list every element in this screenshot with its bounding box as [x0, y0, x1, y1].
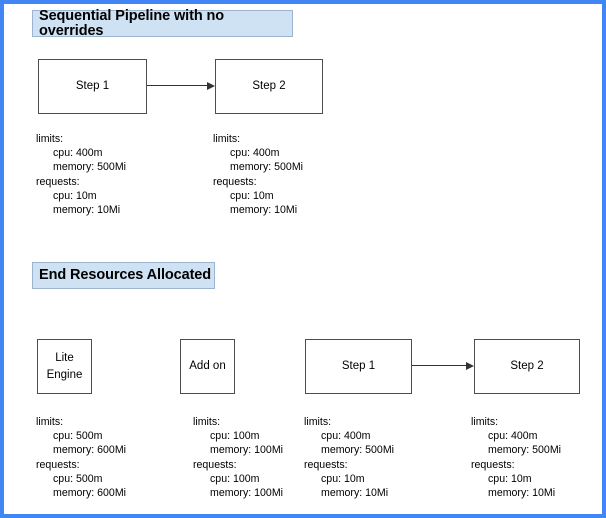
spec-requests-memory: memory: 600Mi — [53, 487, 126, 500]
spec-limits-label: limits: — [36, 416, 64, 428]
spec-requests-label: requests: — [304, 458, 348, 471]
arrow-shaft — [147, 85, 207, 87]
spec-end-step-1: limits: cpu: 400m memory: 500Mi requests… — [304, 415, 394, 500]
node-label: Step 1 — [75, 80, 110, 93]
node-lite-engine[interactable]: Lite Engine — [37, 339, 92, 394]
spec-lite-engine: limits: cpu: 500m memory: 600Mi requests… — [36, 415, 126, 500]
spec-requests-cpu: cpu: 10m — [53, 189, 97, 202]
spec-requests-label: requests: — [36, 458, 80, 471]
spec-requests-cpu: cpu: 500m — [53, 472, 103, 485]
node-label: Step 2 — [510, 360, 544, 373]
spec-limits-label: limits: — [213, 133, 241, 145]
spec-sequential-step-2: limits: cpu: 400m memory: 500Mi requests… — [213, 132, 303, 217]
node-label: Add on — [189, 360, 226, 373]
spec-limits-cpu: cpu: 100m — [210, 430, 260, 443]
spec-requests-memory: memory: 10Mi — [53, 204, 121, 217]
arrow-shaft — [412, 365, 466, 367]
spec-requests-memory: memory: 10Mi — [488, 487, 556, 500]
spec-limits-memory: memory: 100Mi — [210, 444, 283, 457]
spec-add-on: limits: cpu: 100m memory: 100Mi requests… — [193, 415, 283, 500]
node-sequential-step-2[interactable]: Step 2 — [215, 59, 323, 114]
spec-limits-memory: memory: 500Mi — [230, 161, 303, 174]
node-sequential-step-1[interactable]: Step 1 — [38, 59, 147, 114]
spec-requests-memory: memory: 10Mi — [321, 487, 389, 500]
spec-end-step-2: limits: cpu: 400m memory: 500Mi requests… — [471, 415, 561, 500]
arrow-end-step1-to-step2 — [412, 361, 474, 371]
node-label-line-2: Engine — [46, 368, 83, 381]
node-label-line-1: Lite — [55, 351, 74, 364]
section-header-sequential-pipeline: Sequential Pipeline with no overrides — [32, 9, 293, 38]
spec-limits-memory: memory: 600Mi — [53, 444, 126, 457]
spec-limits-cpu: cpu: 400m — [53, 147, 103, 160]
node-end-step-2[interactable]: Step 2 — [474, 339, 580, 394]
spec-limits-cpu: cpu: 500m — [53, 430, 103, 443]
spec-requests-cpu: cpu: 10m — [230, 189, 274, 202]
node-label: Step 2 — [252, 80, 286, 93]
arrow-sequential-step1-to-step2 — [147, 81, 215, 91]
arrow-head — [466, 361, 474, 370]
spec-requests-cpu: cpu: 100m — [210, 472, 260, 485]
spec-limits-label: limits: — [471, 416, 499, 428]
spec-requests-label: requests: — [471, 458, 515, 471]
spec-limits-memory: memory: 500Mi — [53, 161, 126, 174]
spec-requests-memory: memory: 10Mi — [230, 204, 298, 217]
spec-requests-cpu: cpu: 10m — [321, 472, 365, 485]
spec-limits-cpu: cpu: 400m — [230, 147, 280, 160]
spec-requests-label: requests: — [36, 175, 80, 188]
node-add-on[interactable]: Add on — [180, 339, 235, 394]
spec-limits-cpu: cpu: 400m — [321, 430, 371, 443]
spec-requests-label: requests: — [193, 458, 237, 471]
spec-limits-memory: memory: 500Mi — [488, 444, 561, 457]
spec-requests-memory: memory: 100Mi — [210, 487, 283, 500]
spec-requests-label: requests: — [213, 175, 257, 188]
spec-requests-cpu: cpu: 10m — [488, 472, 532, 485]
node-end-step-1[interactable]: Step 1 — [305, 339, 412, 394]
spec-sequential-step-1: limits: cpu: 400m memory: 500Mi requests… — [36, 132, 126, 217]
spec-limits-label: limits: — [304, 416, 332, 428]
spec-limits-memory: memory: 500Mi — [321, 444, 394, 457]
node-label: Step 1 — [341, 360, 376, 373]
spec-limits-label: limits: — [193, 416, 221, 428]
spec-limits-label: limits: — [36, 133, 64, 145]
arrow-head — [207, 81, 215, 90]
section-header-end-resources-allocated: End Resources Allocated — [32, 262, 215, 289]
spec-limits-cpu: cpu: 400m — [488, 430, 538, 443]
